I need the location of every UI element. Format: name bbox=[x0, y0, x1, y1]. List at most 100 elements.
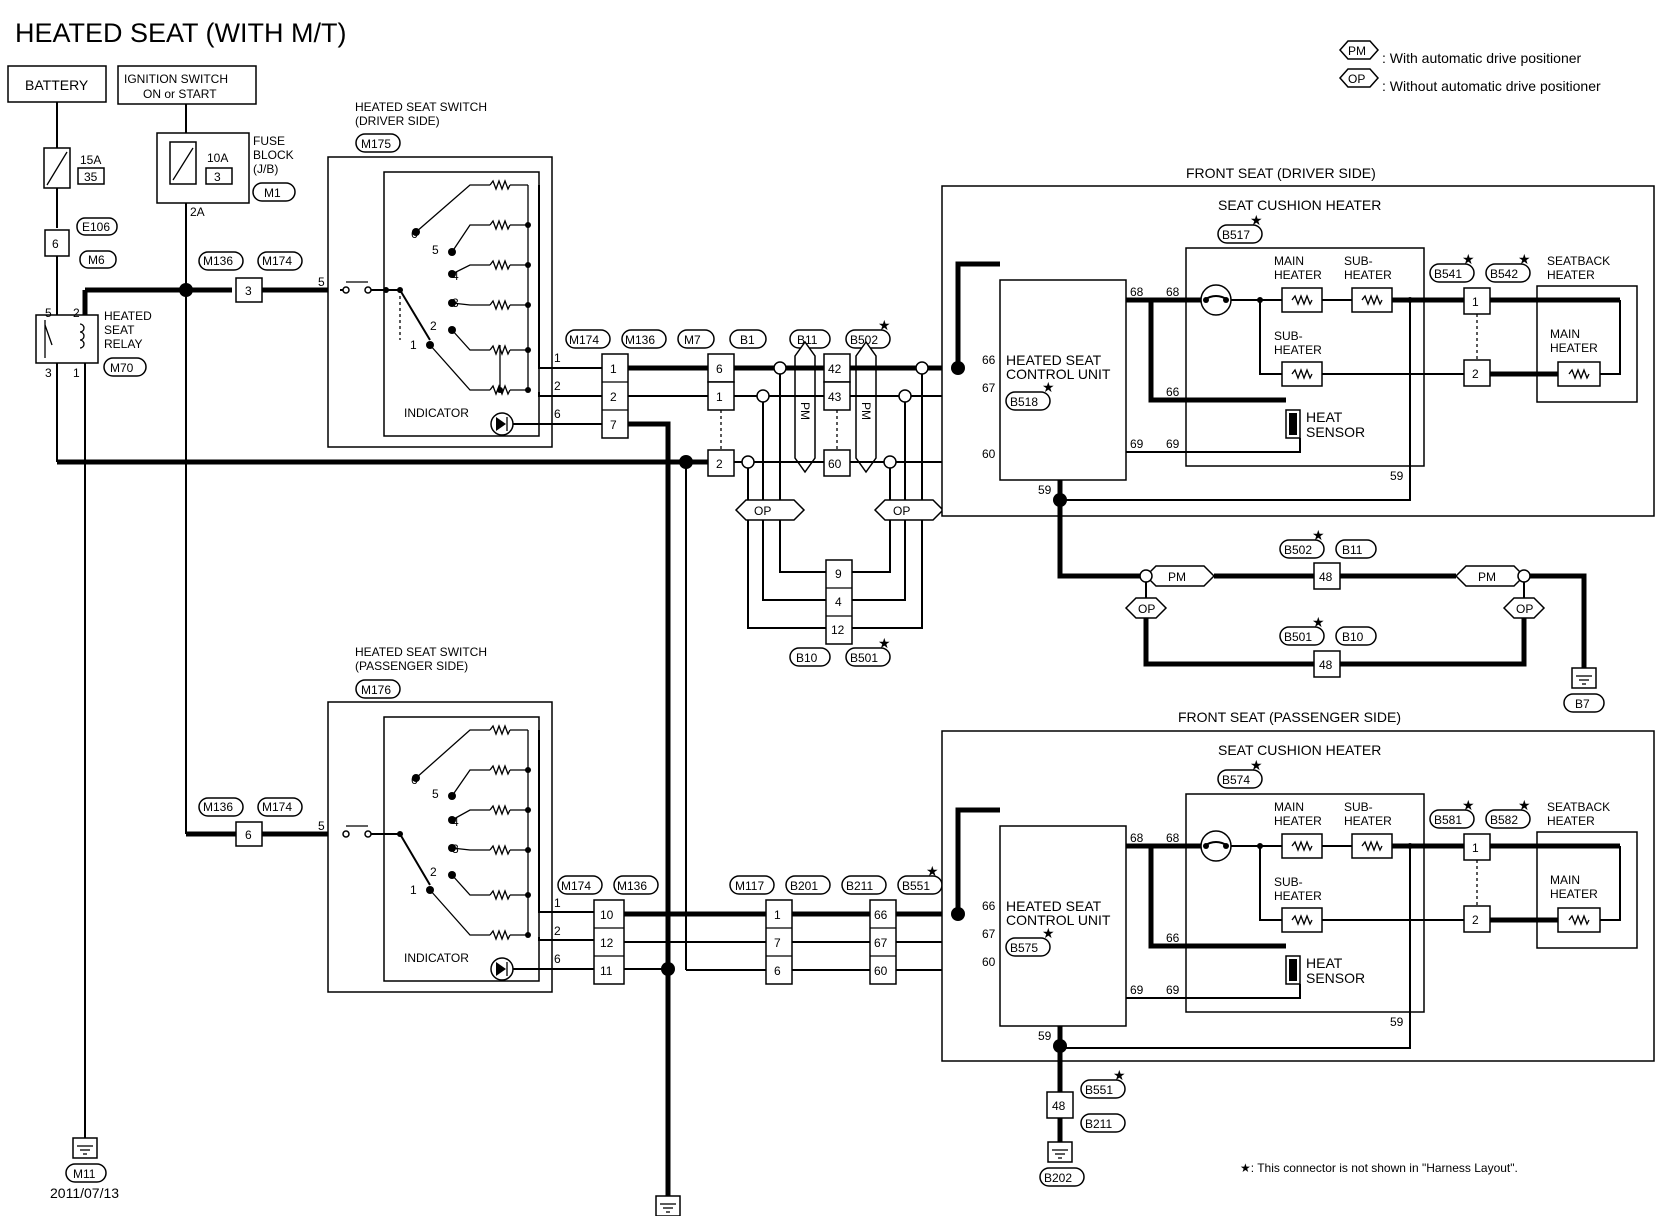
connector-m136-lower: M136 bbox=[203, 800, 233, 814]
seatback-main-passenger-label-1: MAIN bbox=[1550, 873, 1580, 887]
svg-text:★: ★ bbox=[878, 317, 891, 333]
connector-b501-ground: B501 bbox=[1284, 630, 1312, 644]
fuse-10a-rating: 10A bbox=[207, 151, 228, 165]
svg-text:★: ★ bbox=[1042, 379, 1055, 395]
connector-b1: B1 bbox=[740, 333, 755, 347]
sub-heater-driver-b-label-1: SUB- bbox=[1274, 329, 1303, 343]
relay-pin-2: 2 bbox=[73, 306, 80, 320]
front-seat-driver-label: FRONT SEAT (DRIVER SIDE) bbox=[1186, 165, 1376, 181]
sw-pas-out-1: 1 bbox=[554, 896, 561, 910]
connector-b11: B11 bbox=[797, 333, 818, 347]
connector-b575: B575 bbox=[1010, 941, 1038, 955]
fuse-2a-label: 2A bbox=[190, 205, 205, 219]
connector-e106: E106 bbox=[82, 220, 110, 234]
ground-b7-icon bbox=[1571, 667, 1597, 689]
connector-b582: B582 bbox=[1490, 813, 1518, 827]
heat-sensor-driver-label-2: SENSOR bbox=[1306, 424, 1365, 440]
fuse-block-label-1: FUSE bbox=[253, 134, 285, 148]
sw-drv-pos-2: 2 bbox=[430, 319, 437, 333]
m174-pin-7: 7 bbox=[610, 418, 617, 432]
cu-drv-pin-69: 69 bbox=[1130, 437, 1144, 451]
b10-pin-12: 12 bbox=[831, 623, 845, 637]
m117-pin-7: 7 bbox=[774, 936, 781, 950]
heated-seat-switch-passenger: HEATED SEAT SWITCH (PASSENGER SIDE) M176… bbox=[318, 645, 553, 993]
connector-m176: M176 bbox=[361, 683, 391, 697]
cu-drv-pin-60-in: 60 bbox=[982, 447, 996, 461]
fuse-block-label-3: (J/B) bbox=[253, 162, 278, 176]
sw-pas-pos-4: 4 bbox=[452, 815, 459, 829]
m174-pin-12: 12 bbox=[600, 936, 614, 950]
seatback-main-driver-label-2: HEATER bbox=[1550, 341, 1598, 355]
b551-pin-67: 67 bbox=[874, 936, 888, 950]
heated-seat-switch-driver: HEATED SEAT SWITCH (DRIVER SIDE) M175 5 … bbox=[318, 100, 553, 448]
connector-b542: B542 bbox=[1490, 267, 1518, 281]
b551-pin-66: 66 bbox=[874, 908, 888, 922]
legend: PM : With automatic drive positioner OP … bbox=[1338, 40, 1601, 94]
b10-pin-9: 9 bbox=[835, 567, 842, 581]
m7-pin-1: 1 bbox=[716, 390, 723, 404]
op-tag-ground-left-text: OP bbox=[1138, 602, 1155, 616]
ground-m11-left-label: M11 bbox=[73, 1167, 96, 1181]
connector-m175: M175 bbox=[361, 137, 391, 151]
pm-tag-left bbox=[794, 340, 816, 474]
connector-m174-driver: M174 bbox=[569, 333, 599, 347]
svg-text:★: ★ bbox=[1462, 251, 1475, 267]
cu-pas-pin-60-in: 60 bbox=[982, 955, 996, 969]
ch-pas-pin-66: 66 bbox=[1166, 931, 1180, 945]
control-unit-driver-label-1: HEATED SEAT bbox=[1006, 352, 1102, 368]
sw-pas-out-6: 6 bbox=[554, 952, 561, 966]
sw-pas-pos-6: 6 bbox=[411, 773, 418, 787]
ch-pas-pin-68: 68 bbox=[1166, 831, 1180, 845]
seatback-main-passenger-label-2: HEATER bbox=[1550, 887, 1598, 901]
relay-label-1: HEATED bbox=[104, 309, 152, 323]
sw-drv-pos-5: 5 bbox=[432, 243, 439, 257]
cushion-heater-passenger-label: SEAT CUSHION HEATER bbox=[1218, 742, 1381, 758]
fuse-15a-number: 35 bbox=[84, 170, 98, 184]
m7-pin-6: 6 bbox=[716, 362, 723, 376]
connector-m136-passenger: M136 bbox=[617, 879, 647, 893]
sub-heater-driver-b-label-2: HEATER bbox=[1274, 343, 1322, 357]
svg-text:★: ★ bbox=[1462, 797, 1475, 813]
cu-pas-pin-69: 69 bbox=[1130, 983, 1144, 997]
pm-tag-ground-left-text: PM bbox=[1168, 570, 1186, 584]
seatback-main-driver-label-1: MAIN bbox=[1550, 327, 1580, 341]
heat-sensor-driver-label-1: HEAT bbox=[1306, 409, 1343, 425]
fuse-15a-rating: 15A bbox=[80, 153, 101, 167]
control-unit-driver-label-2: CONTROL UNIT bbox=[1006, 366, 1111, 382]
main-heater-driver-label-1: MAIN bbox=[1274, 254, 1304, 268]
connector-b201: B201 bbox=[790, 879, 818, 893]
relay-pin-1: 1 bbox=[73, 366, 80, 380]
svg-text:★: ★ bbox=[1312, 527, 1325, 543]
b581-pin-2: 2 bbox=[1472, 913, 1479, 927]
relay-pin-5: 5 bbox=[45, 306, 52, 320]
relay-label-2: SEAT bbox=[104, 323, 135, 337]
svg-text:★: ★ bbox=[1518, 797, 1531, 813]
svg-text:★: ★ bbox=[1312, 614, 1325, 630]
connector-m174-passenger: M174 bbox=[561, 879, 591, 893]
b541-pin-2: 2 bbox=[1472, 367, 1479, 381]
seatback-heater-passenger-label-1: SEATBACK bbox=[1547, 800, 1610, 814]
connector-b541: B541 bbox=[1434, 267, 1462, 281]
ch-pas-pin-69: 69 bbox=[1166, 983, 1180, 997]
connector-m117: M117 bbox=[735, 879, 764, 893]
fuse-10a-number: 3 bbox=[214, 170, 221, 184]
sub-heater-passenger-label-1: SUB- bbox=[1344, 800, 1373, 814]
cu-pas-pin-59: 59 bbox=[1038, 1029, 1052, 1043]
switch-passenger-label-2: (PASSENGER SIDE) bbox=[355, 659, 468, 673]
switch-passenger-label-1: HEATED SEAT SWITCH bbox=[355, 645, 487, 659]
legend-op-tag: OP bbox=[1348, 72, 1365, 86]
connector-m7: M7 bbox=[684, 333, 701, 347]
sw-pas-pos-1: 1 bbox=[410, 883, 417, 897]
sub-heater-driver-label-2: HEATER bbox=[1344, 268, 1392, 282]
svg-text:★: ★ bbox=[1250, 757, 1263, 773]
connector-b551: B551 bbox=[902, 879, 930, 893]
heated-seat-relay: 5 2 3 1 HEATED SEAT RELAY M70 bbox=[35, 306, 152, 380]
connector-b502-ground: B502 bbox=[1284, 543, 1312, 557]
sub-heater-passenger-label-2: HEATER bbox=[1344, 814, 1392, 828]
connector-b518: B518 bbox=[1010, 395, 1038, 409]
connector-b574: B574 bbox=[1222, 773, 1250, 787]
svg-text:★: ★ bbox=[926, 863, 939, 879]
battery-block: BATTERY bbox=[7, 65, 107, 103]
op-tag-ground-right bbox=[1502, 597, 1546, 619]
relay-label-3: RELAY bbox=[104, 337, 142, 351]
